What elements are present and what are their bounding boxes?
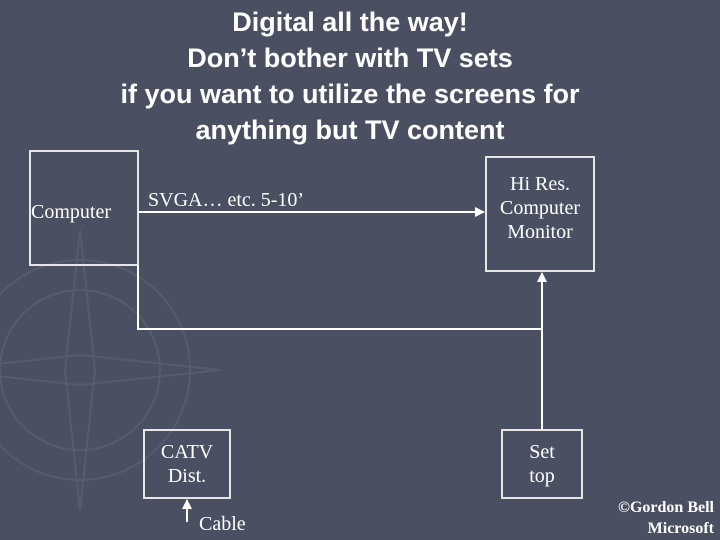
monitor-line: Monitor xyxy=(507,221,573,243)
monitor-box xyxy=(485,156,595,272)
catv-line: Dist. xyxy=(167,465,207,487)
title-line: Digital all the way! xyxy=(232,7,468,37)
title-line: Don’t bother with TV sets xyxy=(187,43,513,73)
catv-line: CATV xyxy=(160,441,214,463)
svga-label: SVGA… etc. 5-10’ xyxy=(148,189,305,211)
catv-box xyxy=(143,429,231,499)
computer-label: Computer xyxy=(31,201,111,223)
computer-box xyxy=(29,150,139,266)
catv-label: CATV Dist. xyxy=(144,440,230,488)
title-line: if you want to utilize the screens for xyxy=(120,79,580,109)
slide-title: Digital all the way! Don’t bother with T… xyxy=(0,4,700,148)
settop-link-line xyxy=(137,265,542,330)
cable-label: Cable xyxy=(199,513,246,535)
credit: ©Gordon Bell Microsoft xyxy=(618,497,714,539)
settop-line: top xyxy=(529,465,555,487)
credit-company: Microsoft xyxy=(647,520,714,537)
monitor-label: Hi Res. Computer Monitor xyxy=(486,172,594,244)
credit-author: ©Gordon Bell xyxy=(618,499,714,516)
settop-line: Set xyxy=(529,441,555,463)
monitor-line: Hi Res. xyxy=(510,173,570,195)
monitor-line: Computer xyxy=(500,197,580,219)
settop-label: Set top xyxy=(502,440,582,488)
title-line: anything but TV content xyxy=(195,115,505,145)
